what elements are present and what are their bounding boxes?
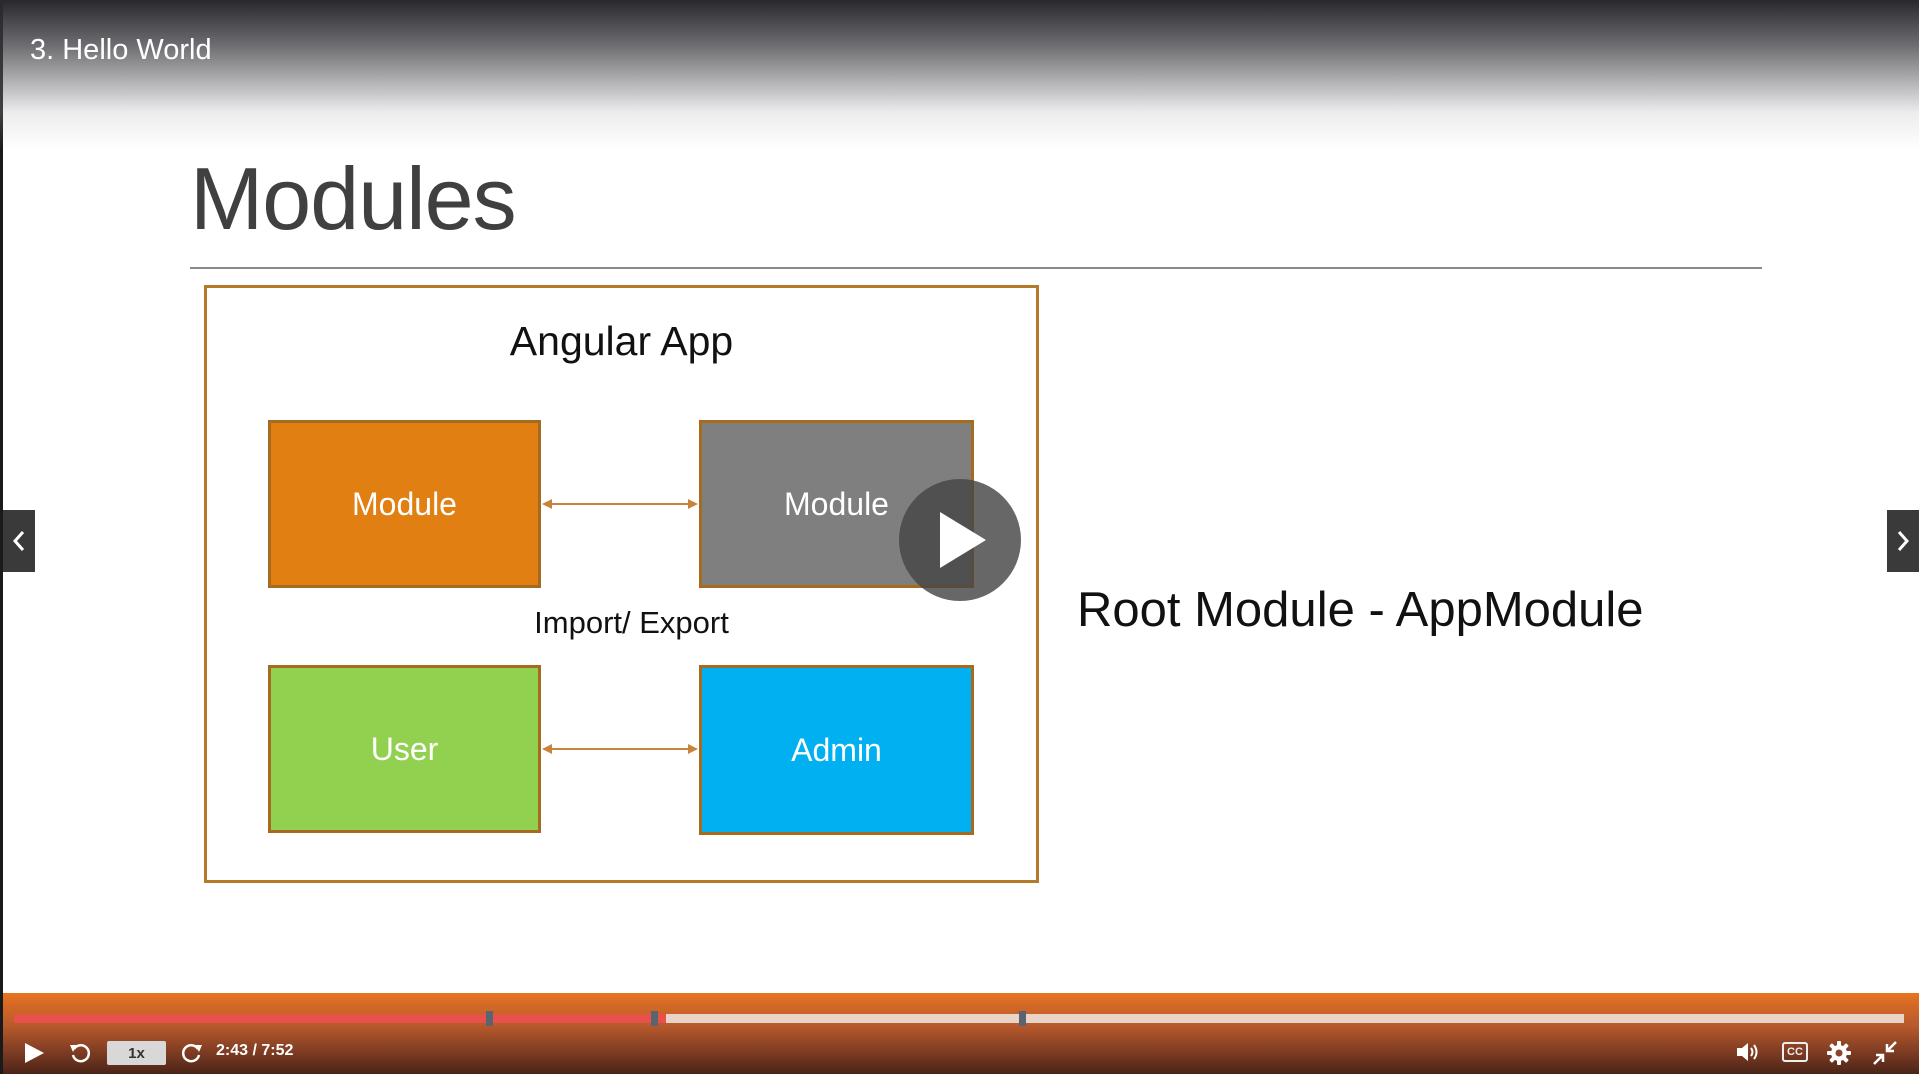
progress-played — [14, 1014, 666, 1023]
title-overlay — [0, 0, 1919, 150]
forward-button[interactable] — [178, 1038, 206, 1068]
play-icon — [940, 512, 986, 568]
playhead-marker[interactable] — [651, 1011, 658, 1026]
lecture-title: 3. Hello World — [30, 34, 212, 66]
user-box: User — [268, 665, 541, 833]
slide-heading: Modules — [190, 149, 517, 248]
module-box-orange: Module — [268, 420, 541, 588]
volume-icon — [1737, 1043, 1758, 1061]
current-time: 2:43 — [216, 1042, 249, 1059]
playback-speed-button[interactable]: 1x — [107, 1041, 166, 1065]
progress-bar[interactable] — [14, 1014, 1904, 1023]
total-time: 7:52 — [261, 1042, 294, 1059]
import-export-label: Import/ Export — [534, 605, 729, 640]
play-button[interactable] — [20, 1038, 48, 1068]
arrow-bottom — [542, 744, 698, 754]
captions-button[interactable]: CC — [1782, 1042, 1808, 1062]
time-separator: / — [248, 1042, 262, 1059]
center-play-button[interactable] — [899, 479, 1021, 601]
previous-lecture-button[interactable] — [3, 510, 35, 572]
arrow-top — [542, 499, 698, 509]
next-lecture-button[interactable] — [1887, 510, 1919, 572]
admin-box: Admin — [699, 665, 974, 835]
left-edge — [0, 0, 3, 1074]
time-readout: 2:43 / 7:52 — [216, 1042, 293, 1060]
heading-divider — [190, 267, 1762, 269]
exit-fullscreen-icon — [1873, 1041, 1897, 1065]
play-icon — [25, 1043, 44, 1063]
chevron-right-icon — [1897, 531, 1910, 551]
diagram-title: Angular App — [509, 318, 734, 364]
forward-icon — [181, 1044, 202, 1063]
module-box-gray: Module — [699, 420, 974, 588]
root-module-label: Root Module - AppModule — [1077, 583, 1644, 637]
player-control-bar — [3, 993, 1919, 1074]
chevron-left-icon — [12, 531, 25, 551]
rewind-icon — [70, 1044, 91, 1063]
rewind-button[interactable] — [66, 1038, 94, 1068]
settings-button[interactable] — [1824, 1038, 1854, 1068]
volume-button[interactable] — [1733, 1038, 1763, 1066]
chapter-marker — [486, 1011, 493, 1026]
gear-icon — [1827, 1041, 1851, 1065]
chapter-marker — [1019, 1011, 1026, 1026]
exit-fullscreen-button[interactable] — [1870, 1038, 1900, 1068]
